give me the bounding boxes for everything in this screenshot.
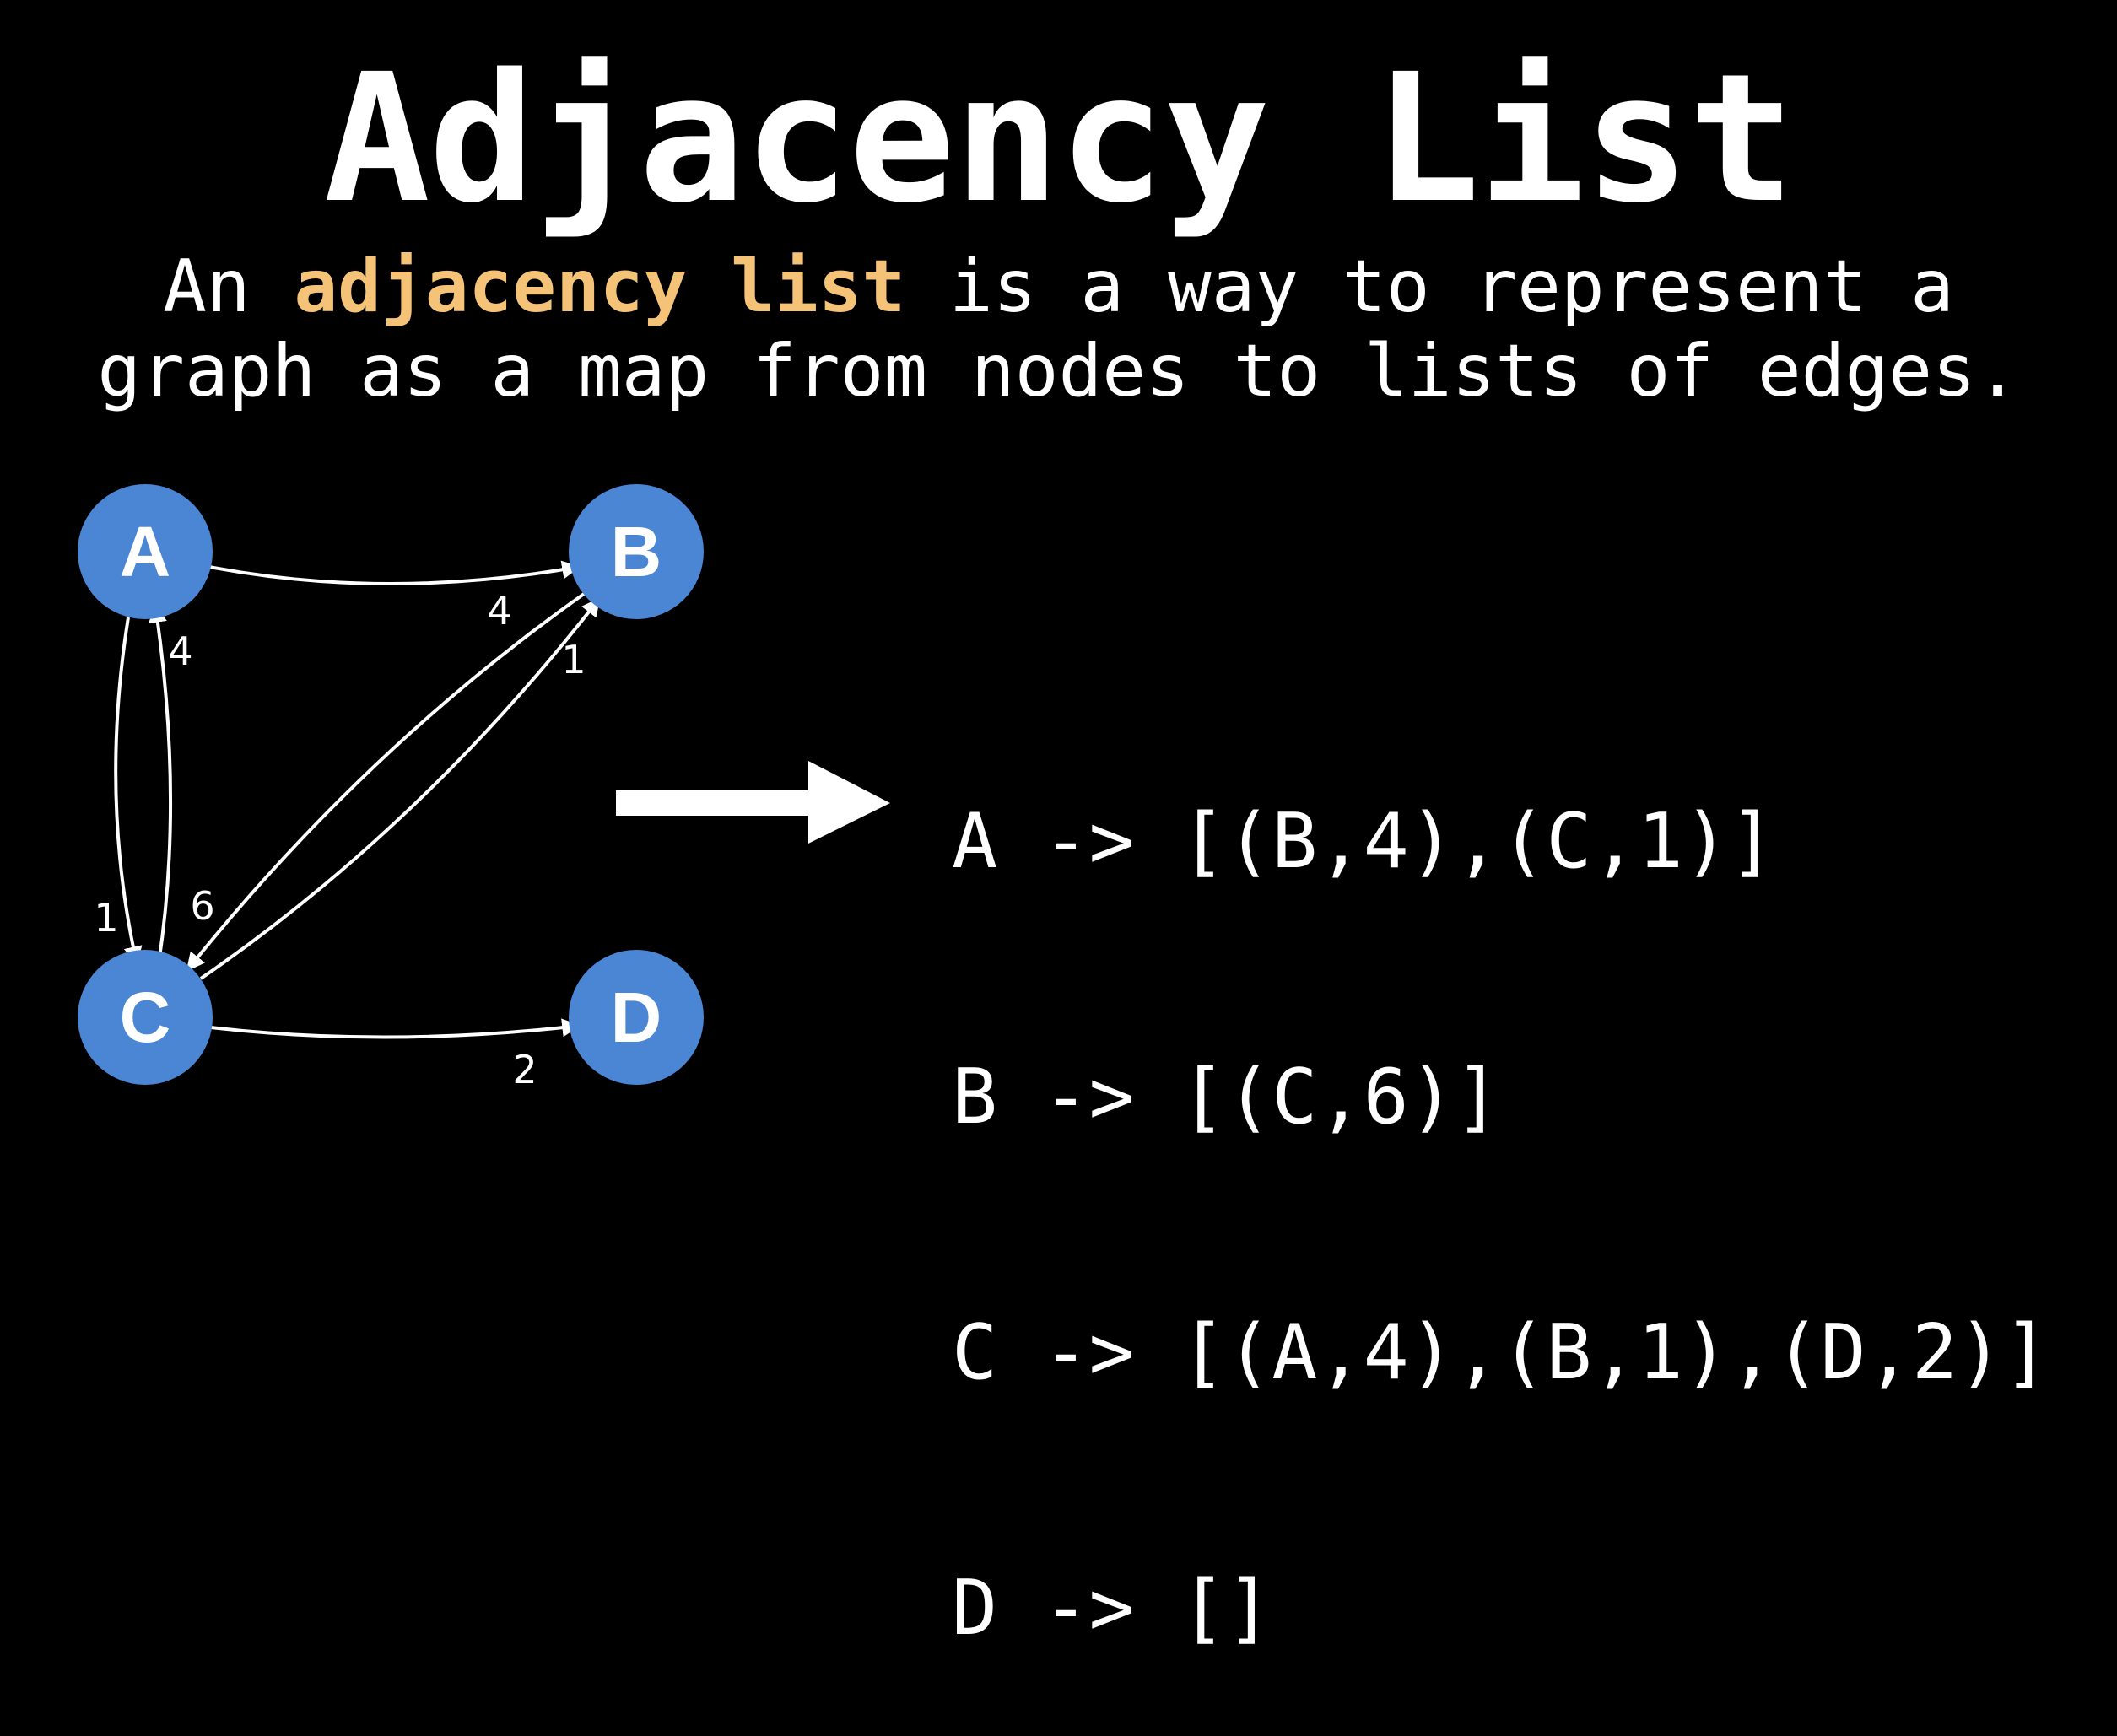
subtitle-text-after: is a way to represent a — [905, 245, 1954, 329]
weight-c-b: 1 — [561, 637, 586, 682]
node-b: B — [569, 484, 704, 619]
edge-c-a — [149, 603, 173, 964]
node-a: A — [78, 484, 213, 619]
node-c: C — [78, 950, 213, 1085]
weight-a-c: 1 — [94, 895, 118, 941]
weight-b-c: 6 — [190, 883, 214, 929]
graph-edges — [114, 560, 601, 1039]
node-d-label: D — [611, 978, 662, 1057]
edge-b-c — [186, 592, 586, 972]
subtitle-highlight: adjacency list — [294, 245, 906, 329]
edge-c-b — [199, 597, 601, 980]
node-a-label: A — [120, 512, 171, 591]
right-arrow-icon — [616, 761, 890, 844]
edge-weights: 4 1 6 4 1 2 — [94, 588, 586, 1092]
adjacency-row-d: D -> [] — [952, 1564, 1272, 1652]
subtitle-line-1: An adjacency list is a way to represent … — [0, 245, 2117, 329]
edge-c-d — [210, 1018, 581, 1039]
adjacency-row-a: A -> [(B,4),(C,1)] — [952, 797, 1775, 886]
adjacency-row-b: B -> [(C,6)] — [952, 1053, 1501, 1141]
weight-c-a: 4 — [168, 628, 192, 674]
slide-title: Adjacency List — [323, 35, 1795, 242]
slide-subtitle: An adjacency list is a way to represent … — [0, 245, 2117, 413]
edge-a-b — [208, 560, 581, 585]
node-b-label: B — [611, 512, 662, 591]
subtitle-text-before: An — [163, 245, 294, 329]
subtitle-line-2: graph as a map from nodes to lists of ed… — [97, 329, 2020, 413]
graph-diagram: 4 1 6 4 1 2 A B C D — [78, 484, 890, 1092]
adjacency-row-c: C -> [(A,4),(B,1),(D,2)] — [952, 1308, 2049, 1397]
node-c-label: C — [120, 978, 171, 1057]
node-d: D — [569, 950, 704, 1085]
weight-c-d: 2 — [512, 1047, 537, 1092]
weight-a-b: 4 — [487, 588, 511, 633]
adjacency-list: A -> [(B,4),(C,1)] B -> [(C,6)] C -> [(A… — [952, 628, 2049, 1736]
edge-a-c — [114, 617, 143, 966]
